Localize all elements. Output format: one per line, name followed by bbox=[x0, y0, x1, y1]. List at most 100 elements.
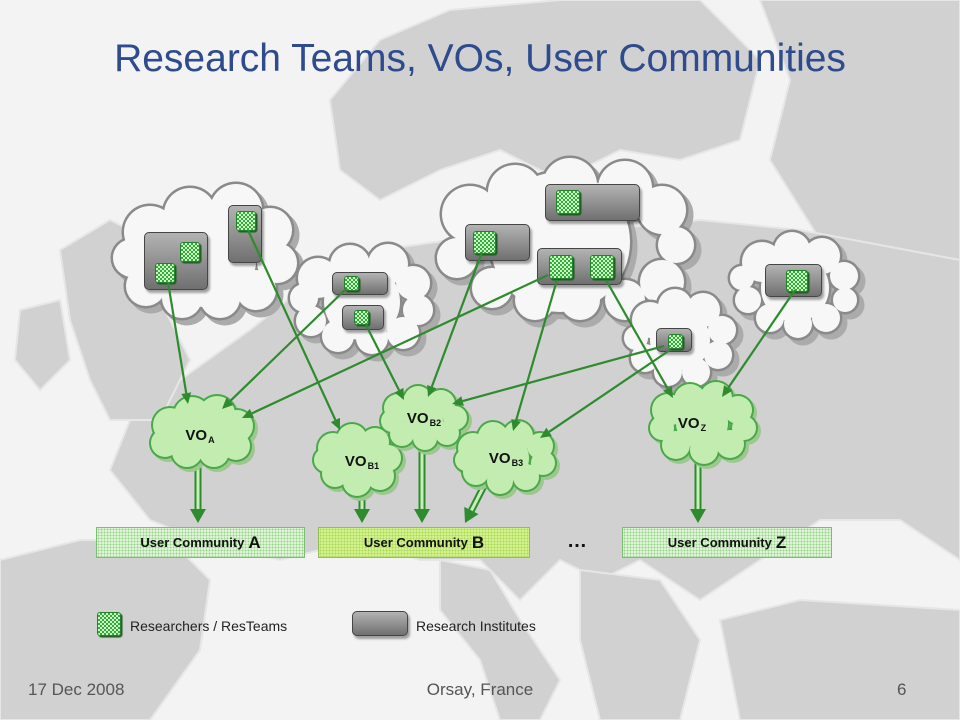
arrow-to-vo-z bbox=[605, 279, 673, 398]
arrow-to-vo-a-line bbox=[166, 281, 188, 394]
researcher-square bbox=[180, 242, 200, 262]
vo-to-community-arrows bbox=[190, 444, 706, 523]
legend-researcher-icon bbox=[97, 612, 121, 636]
land-italy bbox=[439, 558, 562, 720]
arrow-to-vo-b2 bbox=[452, 344, 665, 406]
researcher-square bbox=[668, 334, 683, 349]
vo-b3-sub: B3 bbox=[512, 458, 524, 468]
arrow-to-vo-b2-head bbox=[394, 387, 404, 400]
more-communities-ellipsis: … bbox=[567, 530, 587, 552]
vo-a-cloud bbox=[149, 394, 258, 472]
arrow-to-vo-b2-line bbox=[365, 324, 401, 391]
researcher-square bbox=[556, 190, 580, 214]
vo-b1-sub: B1 bbox=[368, 461, 380, 471]
cloud-puff bbox=[833, 288, 857, 312]
arrow-to-vo-a-head bbox=[242, 408, 255, 418]
researcher-square bbox=[155, 263, 175, 283]
cloud-puff bbox=[381, 410, 403, 432]
page-title: Research Teams, VOs, User Communities bbox=[114, 37, 846, 80]
vo-b2-cloud-body bbox=[381, 386, 467, 450]
arrow-to-vo-a bbox=[222, 287, 348, 409]
vo-b3-cloud-body bbox=[455, 421, 555, 494]
arrow-vo-b2-to-community-b-head bbox=[414, 509, 430, 523]
cloud-puff bbox=[222, 432, 250, 460]
researcher-square bbox=[590, 255, 614, 279]
footer-location: Orsay, France bbox=[426, 680, 534, 699]
cloud-puff bbox=[387, 317, 419, 349]
vo-b1-cloud-body bbox=[314, 424, 401, 496]
researcher-square bbox=[786, 270, 808, 292]
cloud-puff bbox=[650, 416, 674, 440]
user-community-a-letter: A bbox=[248, 532, 261, 552]
arrow-to-vo-b2-line bbox=[462, 344, 665, 403]
vo-z-sub: Z bbox=[701, 423, 707, 433]
institute-cloud-5 bbox=[727, 229, 866, 346]
vo-labels: VOA VOB1 VOB2 VOB3 VOZ bbox=[185, 410, 706, 471]
vo-z-cloud-body bbox=[650, 382, 756, 464]
arrow-vo-b3-to-community-b-head bbox=[464, 506, 479, 523]
arrow-to-vo-z-line bbox=[605, 279, 669, 389]
arrow-to-vo-z-line bbox=[727, 289, 796, 389]
cloud-puff bbox=[403, 400, 443, 440]
user-community-a-prefix: User Community bbox=[140, 535, 245, 550]
cloud-puff bbox=[481, 434, 529, 482]
arrow-vo-z-to-community-z-head bbox=[690, 509, 706, 523]
arrow-to-vo-z-head bbox=[722, 385, 733, 397]
arrow-to-vo-b1 bbox=[247, 229, 340, 430]
arrow-to-vo-a-line bbox=[251, 274, 549, 415]
cloud-puff bbox=[403, 295, 433, 325]
arrow-vo-a-to-community-a-head bbox=[190, 509, 206, 523]
vo-z-main: VO bbox=[678, 415, 700, 432]
cloud-puff bbox=[676, 397, 728, 449]
researcher-square bbox=[354, 310, 369, 325]
arrow-to-vo-b1-head bbox=[330, 417, 340, 430]
vo-a-sub: A bbox=[208, 435, 215, 445]
arrow-to-vo-z bbox=[722, 289, 796, 397]
user-community-b-letter: B bbox=[471, 532, 485, 552]
cloud-puff bbox=[175, 407, 227, 459]
arrow-to-vo-b2 bbox=[365, 324, 404, 400]
cloud-puff bbox=[455, 449, 477, 471]
researcher-square bbox=[236, 211, 256, 231]
user-community-b-prefix: User Community bbox=[363, 535, 468, 550]
vo-b3-cloud bbox=[453, 419, 560, 499]
arrow-to-vo-b1-line bbox=[247, 229, 337, 421]
cloud-puff bbox=[336, 438, 380, 482]
arrow-to-vo-b3 bbox=[511, 279, 559, 431]
cloud-puff bbox=[658, 227, 694, 263]
arrow-to-vo-b3 bbox=[540, 349, 671, 438]
vo-b3-main: VO bbox=[489, 450, 511, 467]
arrow-to-vo-a-line bbox=[229, 287, 348, 403]
cloud-puff bbox=[296, 306, 326, 336]
cloud-puff bbox=[290, 284, 318, 312]
vo-b2-main: VO bbox=[407, 410, 429, 427]
legend-researchers-label: Researchers / ResTeams bbox=[130, 618, 288, 634]
legend-institutes-label: Research Institutes bbox=[416, 618, 536, 634]
arrow-to-vo-a bbox=[166, 281, 192, 404]
cloud-puff bbox=[708, 316, 736, 344]
cloud-puff bbox=[113, 239, 151, 277]
cloud-puff bbox=[531, 451, 555, 475]
cloud-puff bbox=[151, 429, 179, 457]
arrow-vo-b1-to-community-b-head bbox=[354, 509, 370, 523]
cloud-puff bbox=[396, 266, 430, 300]
arrow-to-vo-a-head bbox=[181, 392, 192, 404]
arrow-to-vo-b2-line bbox=[430, 251, 484, 388]
land-ireland bbox=[13, 298, 72, 392]
vo-b1-cloud bbox=[312, 422, 406, 501]
arrow-to-vo-b3-head bbox=[540, 427, 552, 438]
footer-date: 17 Dec 2008 bbox=[28, 680, 125, 699]
vo-a-label: VOA bbox=[185, 427, 215, 445]
vo-z-cloud bbox=[648, 380, 761, 469]
vo-b1-label: VOB1 bbox=[345, 453, 379, 471]
user-community-z-letter: Z bbox=[775, 532, 787, 552]
legend-institute-icon bbox=[352, 611, 408, 636]
slide-number: 6 bbox=[897, 680, 907, 699]
arrow-to-vo-b3-line bbox=[515, 279, 559, 421]
